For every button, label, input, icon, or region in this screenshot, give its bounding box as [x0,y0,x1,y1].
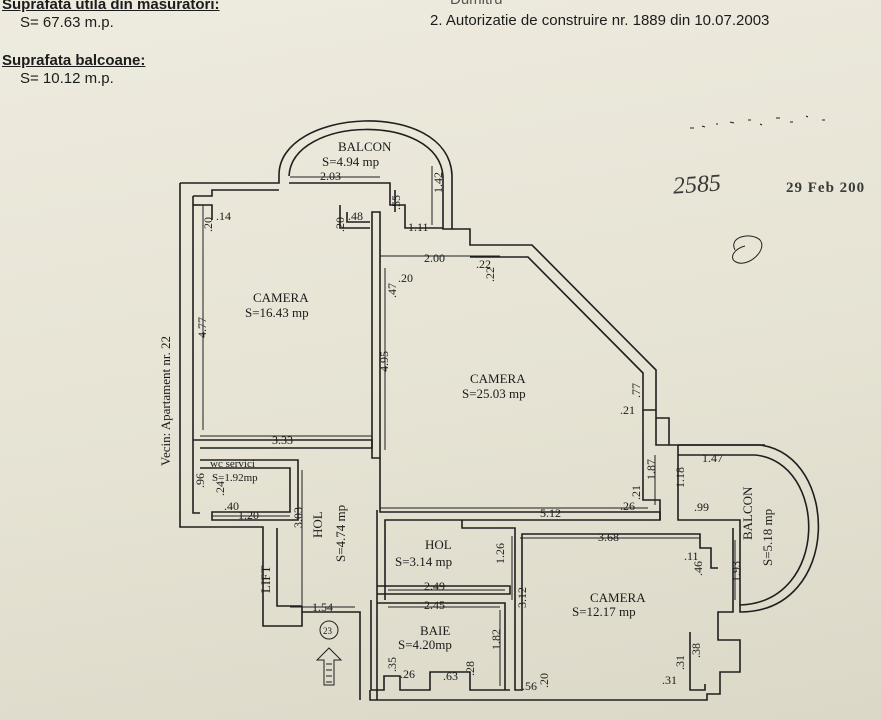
registration-date: 29 Feb 200 [786,180,866,196]
dim-label: 3.12 [515,587,529,608]
room-hol-1-name: HOL [310,511,325,538]
dim-label: .38 [689,643,703,658]
dim-label: .99 [694,500,709,514]
header-partial-text: Dumitru [450,0,503,8]
dim-label: 1.47 [702,451,723,465]
balcony-area-value: S= 10.12 m.p. [20,70,114,87]
dim-label: .77 [629,383,643,398]
dim-label: .26 [620,499,635,513]
dim-label: .28 [463,661,477,676]
dim-label: .55 [389,195,403,210]
room-camera-2-name: CAMERA [470,371,526,386]
dim-label: .46 [691,561,705,576]
dim-label: .20 [333,217,347,232]
neighbour-label: Vecin: Apartament nr. 22 [158,336,173,466]
dim-label: .26 [400,667,415,681]
balcony-right-name: BALCON [740,486,755,540]
dim-label: .40 [224,499,239,513]
balcony-top-area: S=4.94 mp [322,154,379,169]
dim-label: .14 [216,209,231,223]
dim-label: .20 [537,673,551,688]
dim-label: .47 [385,283,399,298]
dim-label: 1.42 [431,172,445,193]
dim-label: 4.95 [377,351,391,372]
room-camera-2-area: S=25.03 mp [462,386,526,401]
dim-label: .21 [629,485,643,500]
entry-marker [315,620,343,686]
dim-label: .31 [662,673,677,687]
dim-label: .20 [201,217,215,232]
dim-label: 1.18 [673,467,687,488]
dimension-labels: 2.03 1.42 .14 .20 .48 .20 .55 1.11 2.00 … [193,169,743,693]
dim-label: .11 [684,549,699,563]
dim-label: 4.77 [195,317,209,338]
dim-label: .22 [483,267,497,282]
room-hol-2-area: S=3.14 mp [395,554,452,569]
dim-label: 5.12 [540,506,561,520]
dim-label: .20 [398,271,413,285]
balcony-right-area: S=5.18 mp [760,509,775,566]
interior-walls [193,204,718,700]
room-baie-name: BAIE [420,623,450,638]
outer-walls [179,120,820,701]
dim-label: 1.11 [408,220,429,234]
dim-label: 2.45 [424,598,445,612]
dim-label: 1.93 [729,561,743,582]
entry-number: 23 [323,626,333,636]
dim-label: .48 [348,209,363,223]
dim-label: 3.68 [598,530,619,544]
building-permit-text: 2. Autorizatie de construire nr. 1889 di… [430,12,770,29]
dim-label: .31 [673,655,687,670]
room-wc-name: wc servici [210,458,255,470]
dim-label: 3.33 [272,433,293,447]
lift-label: LIFT [258,566,273,594]
dim-label: .24 [213,481,227,496]
dim-label: 3.03 [291,507,305,528]
dim-label: 1.82 [489,629,503,650]
room-camera-1-name: CAMERA [253,290,309,305]
balcony-top-name: BALCON [338,139,392,154]
room-hol-1-area: S=4.74 mp [333,505,348,562]
useful-area-title: Suprafata utila din masuratori: [2,0,220,13]
dim-label: .22 [476,257,491,271]
useful-area-value: S= 67.63 m.p. [20,14,114,31]
dim-label: 2.00 [424,251,445,265]
dimension-lines [200,166,736,686]
dim-label: 1.20 [238,508,259,522]
room-baie-area: S=4.20mp [398,637,452,652]
dim-label: 2.49 [424,579,445,593]
room-camera-3-area: S=12.17 mp [572,604,636,619]
room-wc-area: S=1.92mp [212,472,258,484]
dim-label: .35 [385,657,399,672]
room-hol-2-name: HOL [425,537,452,552]
balcony-area-title: Suprafata balcoane: [2,52,146,69]
dim-label: 1.87 [644,459,658,480]
room-camera-1-area: S=16.43 mp [245,305,309,320]
dim-label: 1.26 [493,543,507,564]
room-camera-3-name: CAMERA [590,590,646,605]
dim-label: .63 [443,669,458,683]
dim-label: .56 [522,679,537,693]
dim-label: 2.03 [320,169,341,183]
stamp-marks [690,115,825,264]
dim-label: 1.54 [312,600,333,614]
dim-label: .21 [620,403,635,417]
dim-label: .96 [193,473,207,488]
